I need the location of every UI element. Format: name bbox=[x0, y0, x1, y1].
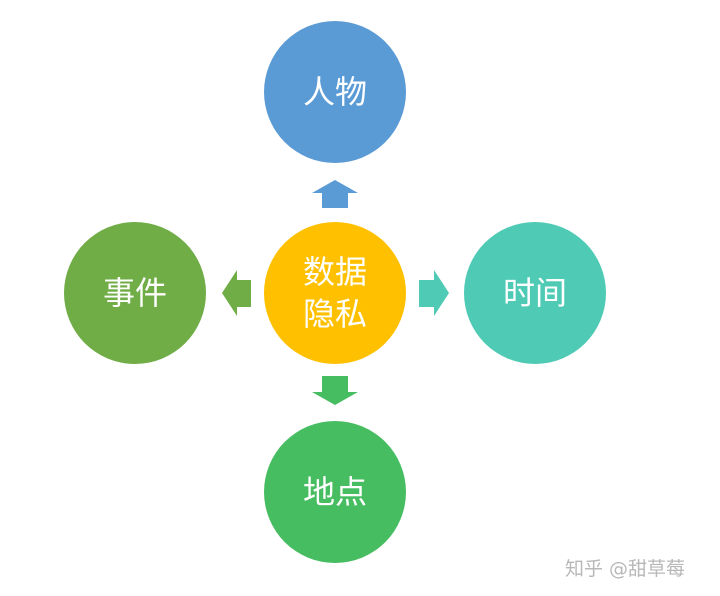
center-line2: 隐私 bbox=[302, 295, 367, 333]
node-bottom: 地点 bbox=[264, 421, 406, 563]
node-left-label: 事件 bbox=[102, 274, 167, 312]
node-right: 时间 bbox=[464, 222, 606, 364]
watermark: 知乎 @甜草莓 bbox=[565, 558, 686, 580]
center-line1: 数据 bbox=[302, 253, 367, 291]
node-top-label: 人物 bbox=[302, 73, 367, 111]
node-right-label: 时间 bbox=[502, 274, 567, 312]
arrow-left bbox=[222, 270, 251, 316]
node-top: 人物 bbox=[264, 21, 406, 163]
arrow-right bbox=[419, 270, 449, 316]
arrow-down bbox=[312, 376, 358, 405]
node-bottom-label: 地点 bbox=[302, 473, 367, 511]
center-node: 数据隐私 bbox=[264, 222, 406, 364]
arrow-up bbox=[312, 180, 358, 208]
node-left: 事件 bbox=[64, 222, 206, 364]
